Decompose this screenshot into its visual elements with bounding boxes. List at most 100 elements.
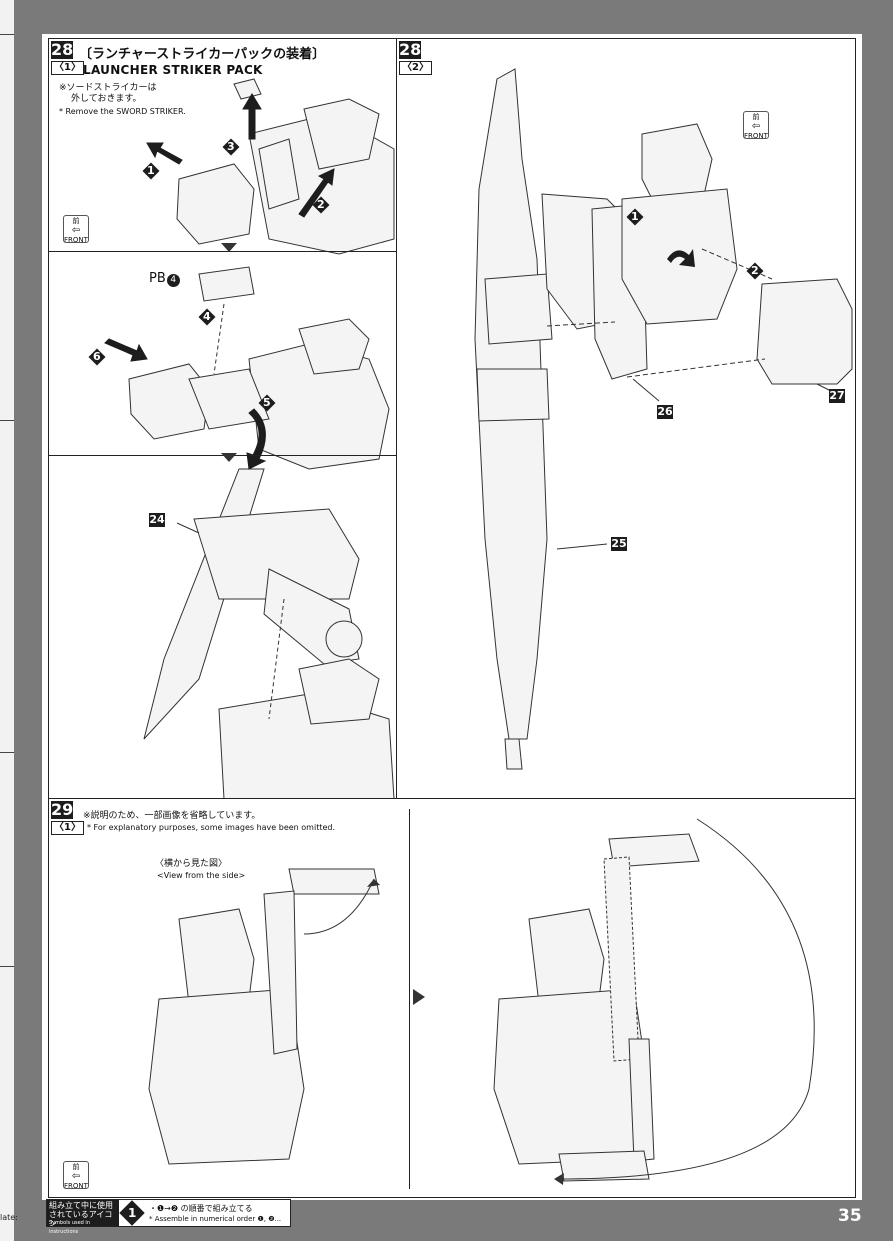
cannon-mid-shape [476,368,550,422]
step28-panel-1: 28 〔ランチャーストライカーパックの装着〕 〈1〉 LAUNCHER STRI… [48,38,398,800]
mech-head-shape [178,908,255,1005]
part-number-26: 26 [657,405,673,419]
arc-arrowhead [367,879,380,887]
arm-top-shape [288,868,380,895]
edge-rule [0,34,14,35]
launcher-body-shape [193,508,360,600]
instruction-page: 28 〔ランチャーストライカーパックの装着〕 〈1〉 LAUNCHER STRI… [42,34,862,1200]
backpack-27-shape [756,278,853,385]
leader-line [556,543,608,550]
symbol-legend: 組み立て中に使用 されているアイコン Symbols used in instr… [46,1199,291,1235]
cannon-tip-shape [504,738,523,770]
step-title-jp: 〔ランチャーストライカーパックの装着〕 [79,47,326,62]
mech-head-shape-2 [298,318,370,375]
front-label-en: FRONT [64,236,88,244]
legend-title-jp: 組み立て中に使用 [49,1201,113,1210]
arrow-up-right [298,168,335,218]
sub-step-label: 〈2〉 [399,61,432,75]
step-number: 28 [51,40,74,59]
sword-pack-shape [176,163,255,245]
pb-label: PB [149,271,166,286]
note-jp-line: 外しておきます。 [71,94,142,104]
dashed-guide [268,598,285,720]
arrow-left [146,142,183,165]
front-arrow-icon: ⇦ [71,1171,81,1182]
front-label-en: FRONT [64,1182,88,1190]
step-number: 29 [51,800,74,819]
arrow-up [242,93,262,140]
legend-desc-jp: ・❶→❷ の順番で組み立てる [149,1204,253,1213]
edge-rule [0,752,14,753]
arc-arrowhead [554,1173,564,1185]
order-badge-icon: 1 [119,1200,145,1226]
arrow-right [104,338,148,362]
step-number: 28 [399,40,422,59]
mount-base-shape [188,368,270,430]
part-number-27: 27 [829,389,845,403]
gatling-muzzle-shape [325,620,363,658]
page-number: 35 [838,1206,862,1226]
front-label-jp: 前 [752,113,760,121]
note-en: * Remove the SWORD STRIKER. [59,107,186,116]
mech-head-shape-2 [528,908,605,1005]
note-jp: ※ソードストライカーは 外しておきます。 [59,83,157,105]
front-label-jp: 前 [72,217,80,225]
assembly-illustration [474,68,853,770]
front-indicator: 前 ⇦ FRONT [63,1161,89,1190]
arm-vertical-shape [263,890,298,1055]
cannon-grip-shape [484,273,553,345]
leader-line [632,378,660,402]
dashed-guide [701,248,773,280]
mech-head-shape [303,98,380,170]
front-label-jp: 前 [72,1163,80,1171]
arrow-curve-down [246,408,267,470]
step-title-en: LAUNCHER STRIKER PACK [83,63,263,77]
flow-arrow-down-icon [221,453,237,462]
arm-lower-shape [628,1038,655,1162]
edge-text-fragment: late: [0,1213,18,1222]
launcher-mount-shape [128,363,210,440]
legend-title-jp: されているアイコン [49,1210,113,1228]
front-indicator: 前 ⇦ FRONT [63,215,89,244]
wing-blade-shape [143,468,265,740]
note-en: * For explanatory purposes, some images … [87,823,336,832]
pb-part-shape [198,266,255,302]
front-indicator: 前 ⇦ FRONT [743,111,769,140]
pb-number: 4 [166,274,180,287]
arm-top-shape-2 [608,833,700,868]
leader-line [176,522,200,534]
flow-arrow-right-icon [413,989,425,1005]
note-jp-line: ※ソードストライカーは [59,83,157,93]
edge-rule [0,420,14,421]
step28-panel-2: 28 〈2〉 [396,38,856,800]
step29-panel: 29 〈1〉 ※説明のため、一部画像を省略しています。 * For explan… [48,798,856,1198]
small-part-shape [233,78,262,100]
flow-arrow-down-icon [221,243,237,252]
legend-title: 組み立て中に使用 されているアイコン Symbols used in instr… [47,1200,119,1235]
sub-step-label: 〈1〉 [51,61,84,75]
sub-step-label: 〈1〉 [51,821,84,835]
swing-arc-large [558,818,815,1180]
assembly-illustration [104,78,395,799]
legend-desc-en: * Assemble in numerical order ❶, ❷... [149,1215,282,1223]
backpack-connector-shape [258,138,300,210]
rotate-arrow [667,249,695,267]
part-number-24: 24 [149,513,165,527]
front-arrow-icon: ⇦ [71,225,81,236]
leader-line [816,383,832,392]
swing-arc [303,878,375,935]
legend-title-en: Symbols used in instructions [49,1220,90,1235]
front-arrow-icon: ⇦ [751,121,761,132]
view-caption-jp: 〈横から見た図〉 [155,859,228,869]
dashed-guide [626,358,766,378]
vertical-divider [409,809,410,1189]
note-jp: ※説明のため、一部画像を省略しています。 [83,811,261,821]
dashed-guide [546,321,616,327]
assembly-illustration [148,818,815,1185]
front-label-en: FRONT [744,132,768,140]
edge-rule [0,966,14,967]
dashed-guide [213,303,225,375]
mech-head-shape-3 [298,658,380,725]
part-number-25: 25 [611,537,627,551]
